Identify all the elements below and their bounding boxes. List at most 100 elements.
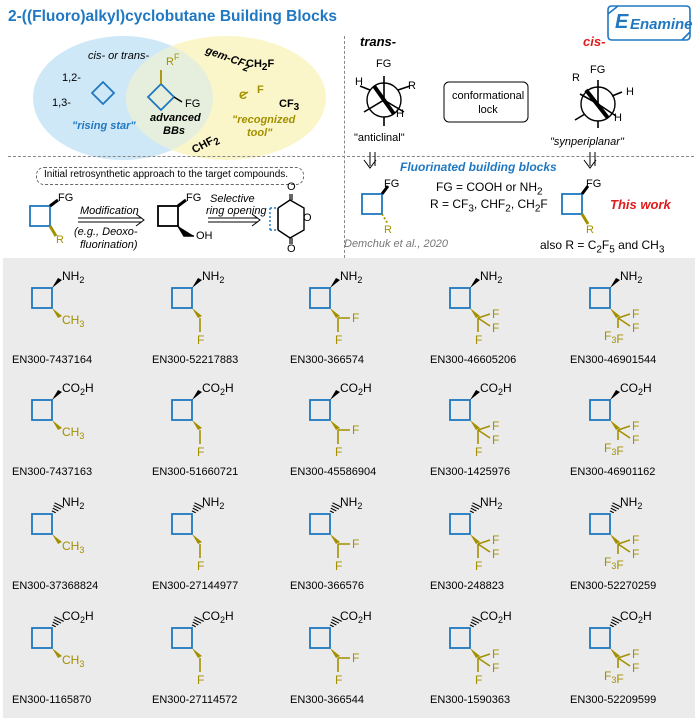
hash-bond bbox=[332, 502, 342, 508]
r-wedge-bond bbox=[610, 308, 620, 318]
logo-initial: E bbox=[615, 11, 629, 33]
hash-bond bbox=[194, 616, 204, 622]
hash-bond bbox=[471, 504, 480, 510]
compound-code: EN300-7437164 bbox=[12, 354, 93, 366]
r-bond bbox=[617, 653, 631, 668]
also-r-definition: also R = C2F5 and CH3 bbox=[540, 238, 665, 256]
hash-bond bbox=[331, 504, 340, 510]
cf3-label: F3F bbox=[604, 669, 624, 686]
retro-step2-line2: ring opening bbox=[206, 205, 267, 217]
venn-cis-trans-label: cis- or trans- bbox=[88, 50, 150, 62]
hash-bond bbox=[51, 510, 56, 514]
retro-step1: Modification bbox=[80, 205, 139, 217]
fluorine-label: F bbox=[475, 333, 482, 347]
cyclobutane-ring bbox=[449, 627, 471, 649]
wedge-bond bbox=[192, 278, 202, 288]
flu-left-r: R bbox=[384, 224, 392, 236]
r-wedge-bond bbox=[470, 648, 480, 658]
retro-sm-fg: FG bbox=[58, 192, 74, 204]
compound-code: EN300-27144977 bbox=[152, 580, 239, 592]
venn-rising-star: "rising star" bbox=[72, 120, 136, 132]
cyclobutane-ring bbox=[309, 627, 331, 649]
fluorine-label: F bbox=[335, 333, 342, 347]
fluorine-label: F bbox=[492, 647, 499, 661]
hash-bond bbox=[469, 624, 474, 628]
fg-label: CO2H bbox=[202, 381, 234, 397]
fluorine-label: F bbox=[475, 673, 482, 687]
fluorine-label: F bbox=[197, 673, 204, 687]
compound-code: EN300-27114572 bbox=[152, 694, 238, 706]
compound-code: EN300-366576 bbox=[290, 580, 365, 592]
retro-heading: Initial retrosynthetic approach to the t… bbox=[44, 169, 289, 180]
hash-bond bbox=[612, 502, 622, 508]
hash-bond bbox=[53, 504, 62, 510]
r-bond bbox=[617, 313, 631, 328]
r-wedge-bond bbox=[52, 648, 62, 658]
venn-tool: tool" bbox=[247, 127, 273, 139]
hash-bond bbox=[192, 621, 199, 626]
fg-label: CO2H bbox=[620, 381, 652, 397]
cyclobutane-ring bbox=[589, 399, 611, 421]
r-wedge-bond bbox=[330, 308, 340, 318]
fg-label: CO2H bbox=[62, 381, 94, 397]
r-wedge-bond bbox=[610, 648, 620, 658]
cyclobutane-ring bbox=[589, 287, 611, 309]
r-bond bbox=[477, 539, 491, 558]
hash-bond bbox=[191, 624, 196, 628]
hash-bond bbox=[610, 621, 617, 626]
compound-code: EN300-37368824 bbox=[12, 580, 99, 592]
fluorine-label: F bbox=[335, 559, 342, 573]
compound-code: EN300-366544 bbox=[290, 694, 365, 706]
hash-bond bbox=[470, 621, 477, 626]
compound-code: EN300-1590363 bbox=[430, 694, 511, 706]
retro-step2-line1: Selective bbox=[210, 193, 255, 205]
lock-line1: conformational bbox=[452, 90, 525, 102]
citation: Demchuk et al., 2020 bbox=[344, 238, 448, 250]
flu-right-r: R bbox=[586, 224, 594, 236]
r-wedge-bond bbox=[192, 420, 202, 430]
hash-bond bbox=[609, 510, 614, 514]
venn-fg-label: FG bbox=[185, 98, 201, 110]
r-label: CH3 bbox=[62, 313, 84, 329]
fluorine-label: F bbox=[352, 311, 359, 325]
cyclobutane-ring bbox=[589, 627, 611, 649]
compound-code: EN300-52217883 bbox=[152, 354, 239, 366]
fg-label: NH2 bbox=[202, 495, 224, 511]
cf3-label: F3F bbox=[604, 555, 624, 572]
divider-vertical bbox=[344, 36, 345, 258]
fluorine-label: F bbox=[492, 533, 499, 547]
cf3-label: F3F bbox=[604, 441, 624, 458]
venn-cf3: CF3 bbox=[279, 98, 300, 114]
r-bond bbox=[617, 539, 631, 554]
compound-grid bbox=[3, 258, 695, 718]
hash-bond bbox=[193, 618, 202, 624]
r-bond bbox=[337, 543, 350, 558]
venn-recognized: "recognized bbox=[232, 114, 296, 126]
r-bond bbox=[617, 425, 631, 440]
compound-code: EN300-248823 bbox=[430, 580, 505, 592]
cyclobutane-ring bbox=[171, 399, 193, 421]
cyclobutane-ring bbox=[31, 287, 53, 309]
fg-label: NH2 bbox=[620, 495, 642, 511]
r-label: CH3 bbox=[62, 425, 84, 441]
hash-bond bbox=[331, 618, 340, 624]
hash-bond bbox=[472, 616, 482, 622]
compound-code: EN300-52270259 bbox=[570, 580, 657, 592]
fluorine-label: F bbox=[197, 559, 204, 573]
cis-label: cis- bbox=[583, 34, 606, 49]
hash-bond bbox=[193, 504, 202, 510]
cyclobutane-ring bbox=[171, 513, 193, 535]
fg-label: NH2 bbox=[202, 269, 224, 285]
fg-label: CO2H bbox=[62, 609, 94, 625]
